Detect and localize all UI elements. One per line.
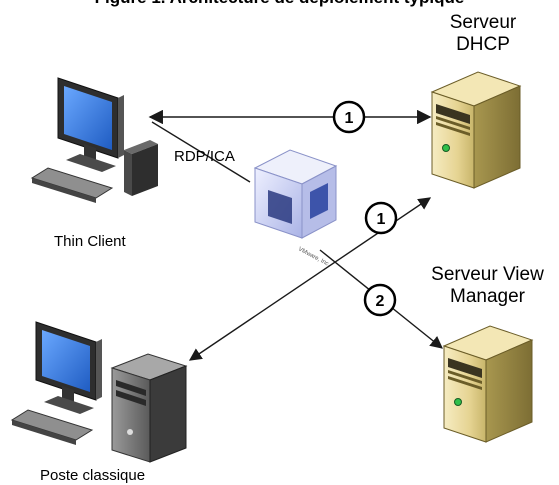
classic-workstation-label: Poste classique (40, 467, 146, 484)
view-manager-server-label: Serveur View Manager (416, 264, 559, 308)
figure-caption: Figure 1. Architecture de déploiement ty… (0, 0, 559, 10)
view-manager-label-line1: Serveur View (431, 264, 544, 285)
protocol-label: RDP/ICA (174, 148, 235, 165)
thin-client-label: Thin Client (54, 233, 126, 250)
view-manager-label-line2: Manager (450, 286, 525, 307)
thin-client-icon (30, 77, 158, 203)
classic-workstation-icon (10, 321, 188, 463)
edge-thinclient-vm (151, 121, 251, 183)
dhcp-server-label: Serveur DHCP (418, 12, 548, 56)
step-badge-1-top: 1 (332, 100, 366, 134)
step-badge-2: 2 (363, 283, 397, 317)
step-badge-1-mid: 1 (364, 201, 398, 235)
dhcp-server-label-line1: Serveur (449, 12, 517, 33)
dhcp-server-label-line2: DHCP (456, 34, 510, 55)
step-1-top-label: 1 (345, 110, 354, 127)
virtual-machine-icon: VMware, Inc. (253, 149, 338, 268)
vm-watermark: VMware, Inc. (297, 246, 331, 268)
view-manager-server-icon (442, 325, 534, 443)
step-1-mid-label: 1 (377, 211, 386, 228)
step-2-label: 2 (376, 293, 385, 310)
dhcp-server-icon (430, 71, 522, 189)
